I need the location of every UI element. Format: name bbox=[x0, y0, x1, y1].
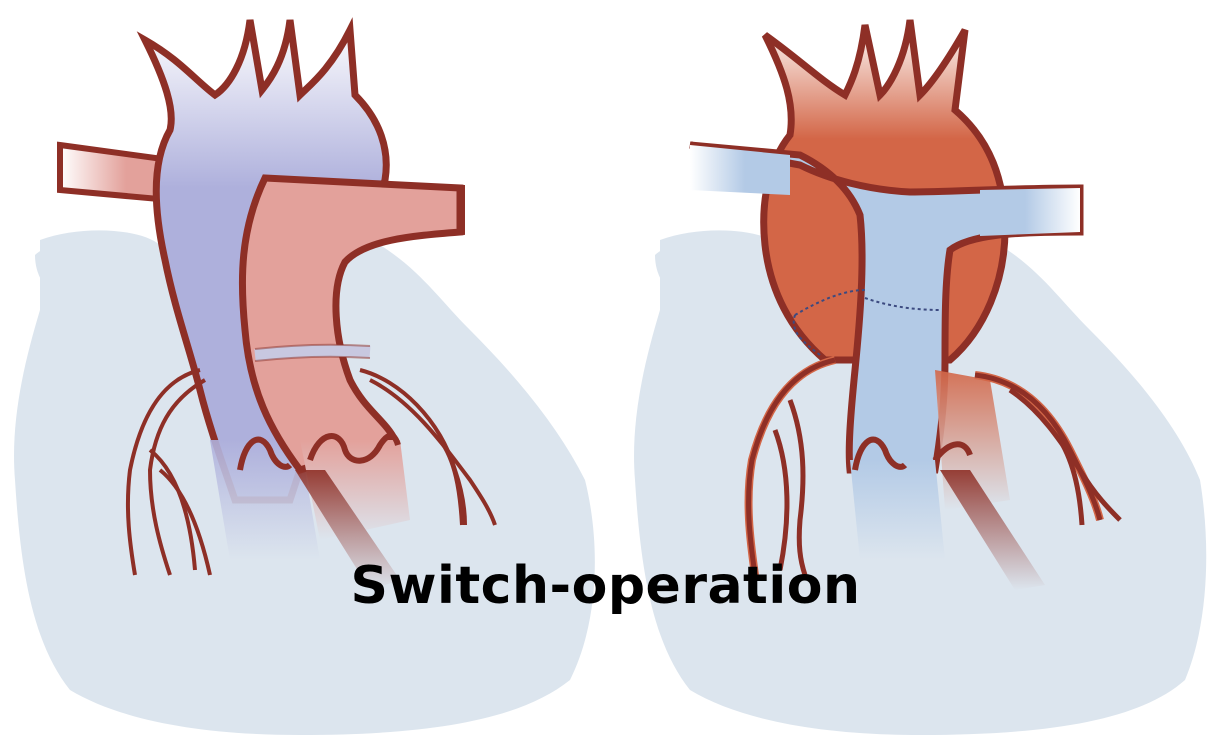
before-switch-panel bbox=[14, 20, 595, 735]
after-switch-panel bbox=[634, 20, 1206, 735]
diagram-caption: Switch-operation bbox=[0, 556, 1211, 616]
right-side-branch-right bbox=[980, 188, 1080, 236]
coronary-band-left bbox=[255, 351, 370, 355]
pulmonary-root-fade-right bbox=[850, 460, 945, 560]
